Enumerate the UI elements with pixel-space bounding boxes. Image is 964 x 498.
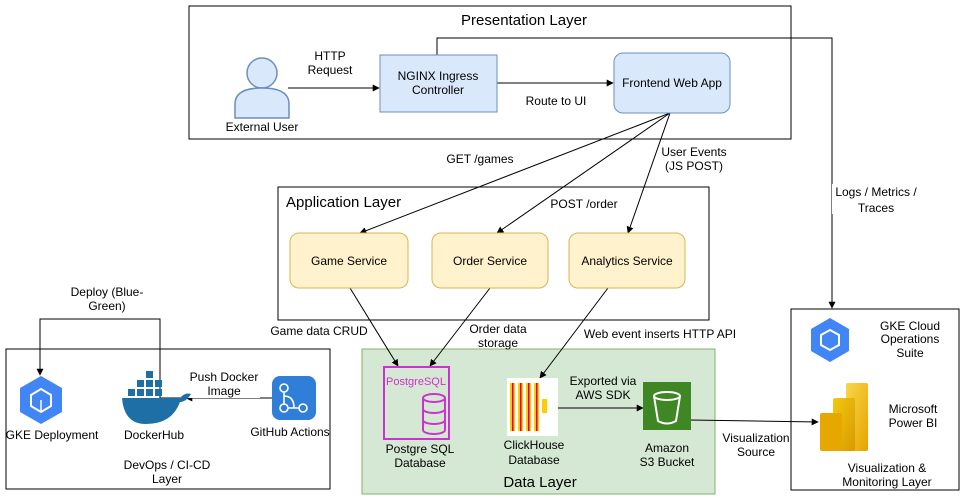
dockerhub-node: DockerHub (122, 371, 191, 442)
label-order-data-line1: Order data (469, 322, 527, 336)
powerbi-node: Microsoft Power BI (820, 383, 938, 451)
gke-ops-icon (811, 318, 849, 362)
gke-deployment-label: GKE Deployment (6, 428, 99, 442)
label-push-docker-line1: Push Docker (190, 370, 259, 384)
gke-deployment-node: GKE Deployment (6, 376, 99, 442)
edge-analytics-to-clickhouse (539, 287, 609, 379)
gke-ops-label-line1: GKE Cloud (880, 319, 940, 333)
external-user-node: External User (226, 57, 299, 134)
label-logs-metrics-line2: Traces (858, 201, 894, 215)
s3-label-line1: Amazon (645, 441, 689, 455)
edge-order-to-postgres (429, 287, 491, 367)
label-get-games: GET /games (446, 152, 513, 166)
label-deploy-line1: Deploy (Blue- (71, 285, 144, 299)
clickhouse-label-line2: Database (508, 453, 560, 467)
label-push-docker-line2: Image (207, 384, 241, 398)
s3-node: Amazon S3 Bucket (640, 382, 695, 469)
edge-s3-to-powerbi (689, 418, 819, 426)
github-actions-label: GitHub Actions (250, 425, 329, 439)
docker-whale-icon (122, 371, 191, 424)
frontend-node: Frontend Web App (613, 52, 731, 114)
label-route-to-ui: Route to UI (526, 94, 587, 108)
frontend-label: Frontend Web App (622, 76, 722, 90)
edge-frontend-to-order-service (496, 112, 671, 234)
nginx-label-line2: Controller (412, 83, 464, 97)
label-visualization-line1: Visualization (722, 431, 789, 445)
monitoring-layer: Visualization & Monitoring Layer (790, 308, 960, 491)
github-actions-node: GitHub Actions (250, 376, 330, 439)
postgres-node: PostgreSQL Postgre SQL Database (383, 366, 455, 470)
monitoring-layer-title-line2: Monitoring Layer (842, 475, 931, 489)
powerbi-icon (820, 383, 868, 451)
postgresql-logo-text: PostgreSQL (386, 376, 446, 388)
github-actions-icon (272, 376, 316, 420)
postgresql-icon: PostgreSQL (383, 366, 450, 440)
edge-game-to-postgres (349, 287, 399, 367)
game-service-node: Game Service (289, 232, 409, 289)
label-user-events-line2: (JS POST) (665, 159, 723, 173)
nginx-ingress-node: NGINX Ingress Controller (379, 54, 498, 113)
clickhouse-icon (507, 378, 558, 436)
game-service-label: Game Service (311, 254, 387, 268)
gke-icon (20, 376, 62, 424)
monitoring-layer-title-line1: Visualization & (848, 461, 927, 475)
s3-bucket-icon (643, 382, 691, 430)
label-visualization-line2: Source (737, 445, 775, 459)
label-logs-metrics-line1: Logs / Metrics / (835, 185, 917, 199)
gke-ops-label-line2: Operations (881, 332, 940, 346)
presentation-layer-title: Presentation Layer (461, 12, 587, 29)
gke-ops-node: GKE Cloud Operations Suite (811, 318, 940, 362)
clickhouse-label-line1: ClickHouse (504, 438, 565, 452)
postgres-label-line2: Database (394, 456, 446, 470)
label-game-data-crud: Game data CRUD (270, 324, 368, 338)
label-exported-line2: AWS SDK (576, 388, 631, 402)
user-icon (234, 57, 290, 119)
application-layer-title: Application Layer (286, 194, 401, 211)
edge-frontend-to-analytics-service (626, 112, 671, 234)
powerbi-label-line2: Power BI (889, 416, 938, 430)
devops-layer-title-line2: Layer (152, 472, 182, 486)
nginx-label-line1: NGINX Ingress (398, 69, 479, 83)
s3-label-line2: S3 Bucket (640, 455, 695, 469)
presentation-layer: Presentation Layer (188, 5, 792, 140)
powerbi-label-line1: Microsoft (889, 402, 938, 416)
edge-labels: HTTP Request Route to UI GET /games POST… (71, 49, 918, 459)
label-http-request-line1: HTTP (314, 49, 345, 63)
label-http-request-line2: Request (308, 63, 353, 77)
analytics-service-label: Analytics Service (581, 254, 673, 268)
gke-ops-label-line3: Suite (896, 346, 924, 360)
postgres-label-line1: Postgre SQL (386, 442, 455, 456)
label-web-event-inserts: Web event inserts HTTP API (584, 327, 736, 341)
dockerhub-label: DockerHub (124, 428, 184, 442)
edge-logs-to-gke-ops (436, 37, 836, 309)
label-order-data-line2: storage (478, 336, 518, 350)
clickhouse-node: ClickHouse Database (504, 378, 565, 467)
application-layer: Application Layer (277, 186, 710, 321)
label-post-order: POST /order (550, 197, 617, 211)
order-service-label: Order Service (453, 254, 527, 268)
external-user-label: External User (226, 120, 299, 134)
label-exported-line1: Exported via (570, 374, 637, 388)
data-layer-title: Data Layer (503, 474, 576, 491)
edge-frontend-to-game-service (359, 112, 671, 234)
analytics-service-node: Analytics Service (568, 232, 686, 289)
order-service-node: Order Service (431, 232, 549, 289)
label-deploy-line2: Green) (88, 299, 125, 313)
devops-layer-title-line1: DevOps / CI-CD (124, 458, 211, 472)
devops-layer: DevOps / CI-CD Layer (5, 348, 331, 490)
label-user-events-line1: User Events (661, 145, 726, 159)
